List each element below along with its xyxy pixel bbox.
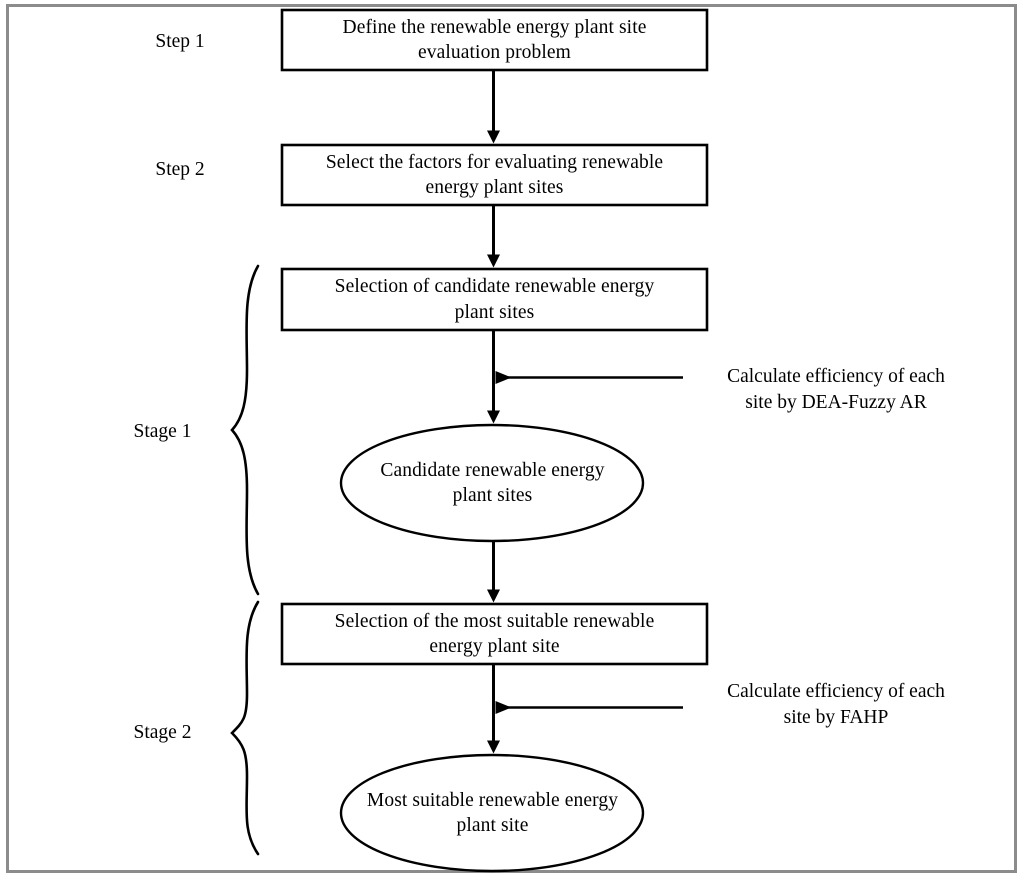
annotation-line-1: Calculate efficiency of each <box>727 366 945 387</box>
annotation-line-2: site by DEA-Fuzzy AR <box>745 391 927 413</box>
node-box-select-factors <box>280 143 709 207</box>
annotation-label-dea-fuzzy-ar: Calculate efficiency of each site by DEA… <box>692 364 980 415</box>
node-box-define-problem <box>280 8 709 72</box>
node-ellipse-most-suitable-site <box>339 753 645 873</box>
step-label-1: Step 1 <box>155 31 205 53</box>
stage-1-brace <box>230 264 260 596</box>
stage-2-brace <box>230 600 260 856</box>
node-box-selection-most-suitable <box>280 602 709 666</box>
node-ellipse-candidate-sites <box>339 423 645 543</box>
step-label-2: Step 2 <box>155 159 205 181</box>
annotation-line-2: site by FAHP <box>783 706 889 728</box>
stage-label-1: Stage 1 <box>133 421 192 443</box>
node-box-selection-of-candidates <box>280 267 709 332</box>
stage-label-2: Stage 2 <box>133 722 192 744</box>
annotation-line-1: Calculate efficiency of each <box>727 681 945 702</box>
annotation-label-fahp: Calculate efficiency of each site by FAH… <box>692 679 980 730</box>
